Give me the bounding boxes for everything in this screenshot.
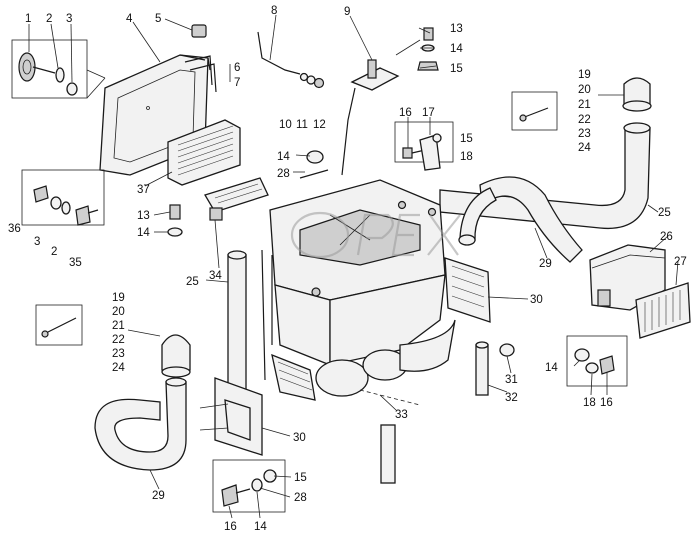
cap-right	[598, 77, 652, 112]
callout-27: 27	[674, 256, 687, 268]
callout-13-top: 13	[450, 23, 463, 35]
callout-37: 37	[137, 184, 150, 196]
callout-29-right: 29	[539, 258, 552, 270]
callout-3-low: 3	[34, 236, 40, 248]
callout-14-top: 14	[450, 43, 463, 55]
dashed-pipe	[359, 389, 421, 484]
callout-33: 33	[395, 409, 408, 421]
callout-21-right: 21	[578, 99, 591, 111]
callout-7: 7	[234, 77, 240, 89]
callout-14-right: 14	[545, 362, 558, 374]
callout-28-bottom: 28	[294, 492, 307, 504]
knob-assembly	[11, 39, 106, 99]
callout-14-mid: 14	[277, 151, 290, 163]
callout-22-right: 22	[578, 114, 591, 126]
opex-watermark-logo	[290, 211, 461, 259]
callout-2: 2	[46, 13, 52, 25]
callout-16-bottom: 16	[224, 521, 237, 533]
callout-17: 17	[422, 107, 435, 119]
callout-16-right: 16	[600, 397, 613, 409]
callout-19-left: 19	[112, 292, 125, 304]
lower-left-fasteners	[21, 169, 105, 226]
callout-29-left: 29	[152, 490, 165, 502]
top-fasteners	[395, 27, 439, 71]
callout-9: 9	[344, 6, 350, 18]
washer-bolt-28	[299, 150, 329, 179]
vent-grille	[635, 282, 691, 339]
callout-30-left: 30	[293, 432, 306, 444]
duct-pipe-29-left	[94, 377, 187, 471]
bottom-fasteners	[212, 459, 286, 513]
left-vertical-pipes	[227, 249, 273, 391]
callout-22-left: 22	[112, 334, 125, 346]
callout-18-top: 18	[460, 151, 473, 163]
callout-labels: 1 2 3 4 5 6 7 8 9 10 11 12 13 14 15 16 1…	[8, 5, 687, 533]
callout-3: 3	[66, 13, 72, 25]
right-fasteners	[566, 335, 628, 387]
pin-right	[511, 91, 558, 131]
callout-5: 5	[155, 13, 161, 25]
small-pipe	[475, 341, 515, 396]
callout-20-right: 20	[578, 84, 591, 96]
callout-35: 35	[69, 257, 82, 269]
callout-6: 6	[234, 62, 240, 74]
callout-20-left: 20	[112, 306, 125, 318]
callout-24-left: 24	[112, 362, 125, 374]
filter-element	[167, 119, 241, 186]
callout-12: 12	[313, 119, 326, 131]
callout-15-top: 15	[450, 63, 463, 75]
callout-23-left: 23	[112, 348, 125, 360]
callout-1: 1	[25, 13, 31, 25]
callout-19-right: 19	[578, 69, 591, 81]
duct-pipe-29-right	[458, 176, 583, 263]
callout-21-left: 21	[112, 320, 125, 332]
callout-31: 31	[505, 374, 518, 386]
callout-34: 34	[209, 270, 222, 282]
flange-right	[444, 257, 491, 323]
callout-14-bottom: 14	[254, 521, 267, 533]
callout-36: 36	[8, 223, 21, 235]
callout-10: 10	[279, 119, 292, 131]
callout-4: 4	[126, 13, 133, 25]
callout-13-left: 13	[137, 210, 150, 222]
duct-pipe-25-right	[439, 122, 651, 230]
callout-15-bottom: 15	[294, 472, 307, 484]
callout-23-right: 23	[578, 128, 591, 140]
callout-26: 26	[660, 231, 673, 243]
bolt-bracket	[394, 121, 454, 171]
callout-16-top: 16	[399, 107, 412, 119]
left-fasteners	[167, 204, 223, 237]
callout-25-right: 25	[658, 207, 671, 219]
cap-left	[127, 329, 191, 378]
callout-15-mid: 15	[460, 133, 473, 145]
callout-14-left: 14	[137, 227, 150, 239]
leader-lines	[28, 14, 679, 519]
flange-left	[199, 377, 263, 456]
callout-11: 11	[296, 119, 308, 131]
callout-18-right: 18	[583, 397, 596, 409]
callout-32: 32	[505, 392, 518, 404]
callout-30-right: 30	[530, 294, 543, 306]
bracket-5-6-7	[184, 24, 231, 93]
callout-8: 8	[271, 5, 277, 17]
mount-bracket	[341, 59, 400, 176]
callout-28-mid: 28	[277, 168, 290, 180]
callout-25-left: 25	[186, 276, 199, 288]
callout-2-low: 2	[51, 246, 57, 258]
pin-left	[35, 304, 83, 346]
callout-24-right: 24	[578, 142, 591, 154]
rod-assembly	[257, 31, 325, 89]
